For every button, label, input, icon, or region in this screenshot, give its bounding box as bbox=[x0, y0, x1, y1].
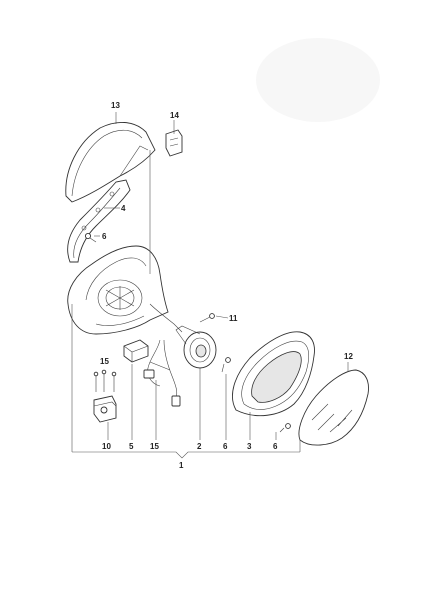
callout-2: 2 bbox=[197, 442, 202, 451]
connector-block-part bbox=[123, 339, 149, 363]
callout-12: 12 bbox=[344, 352, 353, 361]
screw-part-lower bbox=[279, 423, 291, 433]
screw-part-upper bbox=[84, 232, 97, 243]
callout-1: 1 bbox=[179, 461, 184, 470]
callout-4: 4 bbox=[121, 204, 126, 213]
callout-13: 13 bbox=[111, 101, 120, 110]
callout-15-lower: 15 bbox=[150, 442, 159, 451]
leader-lines bbox=[71, 112, 349, 452]
wiring-harness-part bbox=[143, 339, 181, 407]
screw-part-11 bbox=[199, 313, 215, 323]
screw-part-middle bbox=[221, 357, 231, 373]
background-smudge bbox=[256, 38, 380, 122]
glass-carrier-part bbox=[232, 331, 315, 417]
mirror-housing-part bbox=[67, 245, 183, 335]
mount-bracket-part bbox=[93, 369, 117, 423]
callout-6-lower: 6 bbox=[273, 442, 278, 451]
callout-6-upper: 6 bbox=[102, 232, 107, 241]
callout-3: 3 bbox=[247, 442, 252, 451]
callout-5: 5 bbox=[129, 442, 134, 451]
mirror-glass-part bbox=[298, 369, 369, 446]
clip-part bbox=[165, 129, 183, 157]
callout-11: 11 bbox=[229, 314, 238, 323]
callout-10: 10 bbox=[102, 442, 111, 451]
callout-15-upper: 15 bbox=[100, 357, 109, 366]
adjuster-motor-part bbox=[175, 325, 217, 369]
callout-14: 14 bbox=[170, 111, 179, 120]
mirror-cap-part bbox=[65, 122, 156, 203]
callout-6-middle: 6 bbox=[223, 442, 228, 451]
group-bracket bbox=[72, 451, 300, 459]
